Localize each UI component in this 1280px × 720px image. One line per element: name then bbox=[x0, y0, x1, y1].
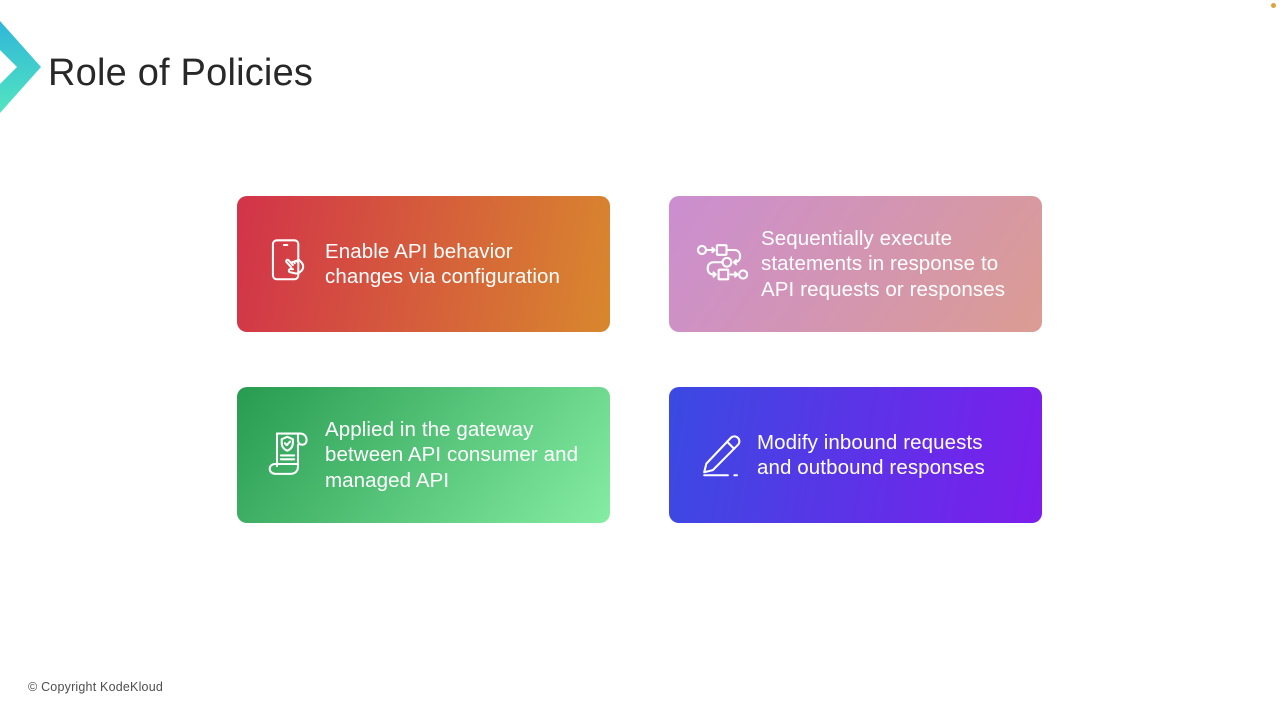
card-line: API requests or responses bbox=[761, 277, 1006, 301]
copyright-text: © Copyright KodeKloud bbox=[28, 680, 164, 694]
card-line: changes via configuration bbox=[325, 265, 560, 288]
pencil-edit-icon bbox=[695, 430, 747, 480]
card-line: Enable API behavior bbox=[325, 239, 513, 263]
card-sequential-execution: Sequentially execute statements in respo… bbox=[669, 196, 1042, 332]
card-line: Sequentially execute bbox=[761, 226, 953, 250]
card-line: Modify inbound requests bbox=[757, 430, 983, 454]
card-text: Applied in the gateway between API consu… bbox=[325, 417, 578, 494]
card-line: and outbound responses bbox=[757, 456, 985, 479]
card-text: Sequentially execute statements in respo… bbox=[761, 226, 1005, 303]
sequence-flow-icon bbox=[695, 241, 751, 287]
slide-accent-dot bbox=[1271, 3, 1276, 8]
card-line: Applied in the gateway bbox=[325, 417, 534, 441]
device-tap-icon bbox=[263, 236, 315, 292]
kodekloud-chevron-logo-icon bbox=[0, 21, 41, 113]
card-enable-api-behavior: Enable API behavior changes via configur… bbox=[237, 196, 610, 332]
card-text: Enable API behavior changes via configur… bbox=[325, 239, 560, 290]
card-gateway-policies: Applied in the gateway between API consu… bbox=[237, 387, 610, 523]
card-text: Modify inbound requests and outbound res… bbox=[757, 430, 985, 481]
card-line: statements in response to bbox=[761, 252, 999, 276]
card-line: between API consumer and bbox=[325, 443, 579, 467]
policy-scroll-icon bbox=[263, 427, 315, 483]
card-modify-requests: Modify inbound requests and outbound res… bbox=[669, 387, 1042, 523]
page-title: Role of Policies bbox=[48, 52, 314, 94]
card-line: managed API bbox=[325, 468, 450, 492]
